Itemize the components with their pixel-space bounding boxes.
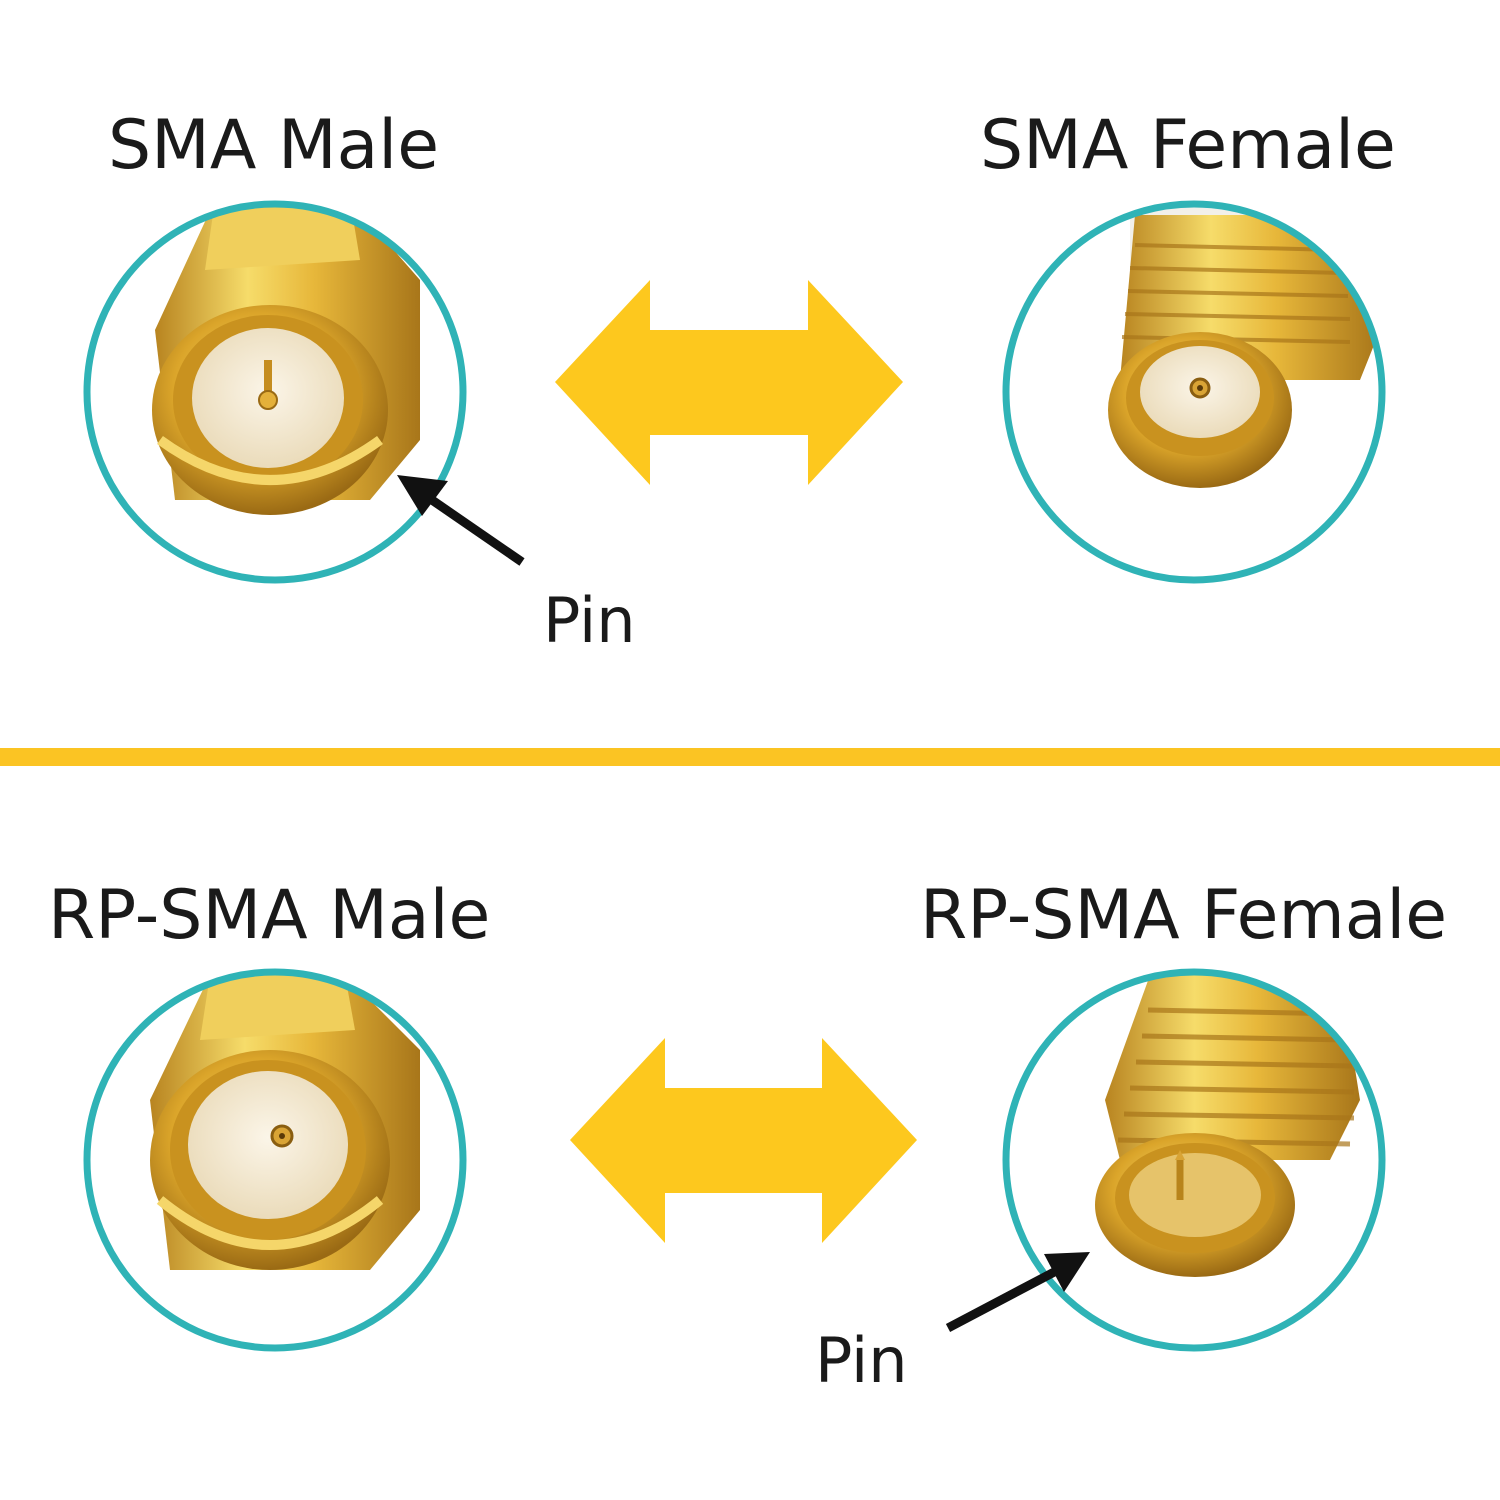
sma-male-circle — [83, 200, 467, 584]
pointer-arrow-icon — [945, 1252, 1090, 1332]
pointer-arrow-icon — [397, 475, 525, 566]
sma-male-connector — [152, 204, 420, 515]
sma-female-connector — [1108, 205, 1380, 488]
rp-sma-female-circle — [1002, 968, 1386, 1352]
rp-sma-female-title: RP-SMA Female — [920, 876, 1448, 955]
sma-female-title: SMA Female — [980, 106, 1396, 185]
section-divider — [0, 748, 1500, 766]
rp-sma-pin-label: Pin — [815, 1324, 908, 1397]
rp-sma-male-title: RP-SMA Male — [48, 876, 491, 955]
rp-sma-male-connector — [150, 975, 420, 1270]
double-arrow-icon — [555, 280, 903, 485]
double-arrow-icon — [570, 1038, 917, 1243]
rp-sma-female-connector — [1095, 975, 1360, 1277]
sma-female-circle — [1002, 200, 1386, 584]
rp-sma-male-circle — [83, 968, 467, 1352]
sma-pin-label: Pin — [543, 584, 636, 657]
sma-male-title: SMA Male — [108, 106, 440, 185]
